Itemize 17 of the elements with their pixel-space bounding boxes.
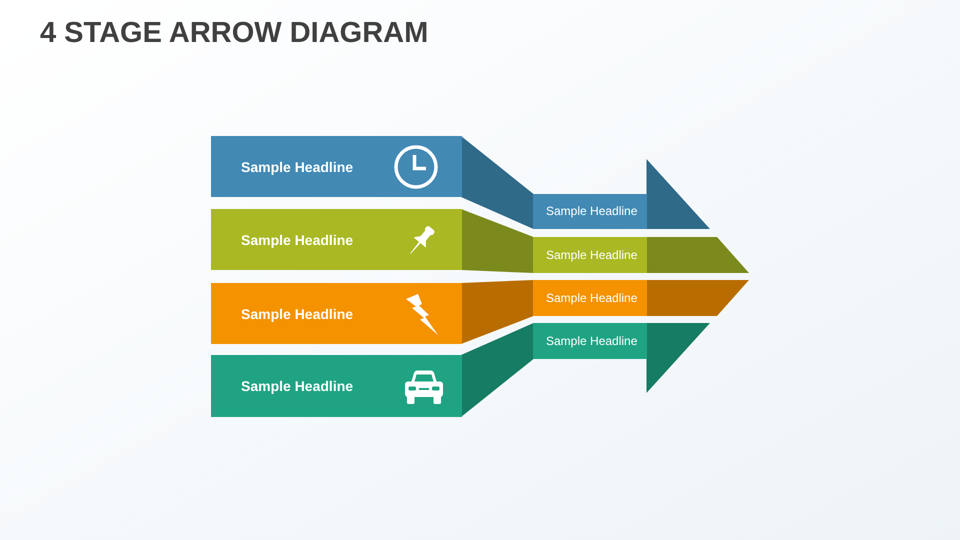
title: 4 STAGE ARROW DIAGRAM	[40, 16, 428, 51]
headline: Sample Headline	[546, 290, 638, 306]
headline: Sample Headline	[241, 377, 354, 395]
headline: Sample Headline	[546, 248, 638, 262]
stage-band	[211, 209, 462, 270]
headline: Sample Headline	[546, 204, 638, 219]
stage-band	[533, 237, 647, 273]
stage-band	[211, 283, 462, 344]
stage-band	[533, 323, 647, 359]
stage-band	[533, 280, 647, 316]
stage-band	[211, 136, 462, 197]
headline: Sample Headline	[241, 230, 354, 248]
headline: Sample Headline	[241, 158, 354, 176]
headline: Sample Headline	[546, 334, 638, 348]
stage-band	[211, 355, 462, 417]
headline: Sample Headline	[241, 304, 354, 322]
stage-band	[533, 194, 647, 229]
